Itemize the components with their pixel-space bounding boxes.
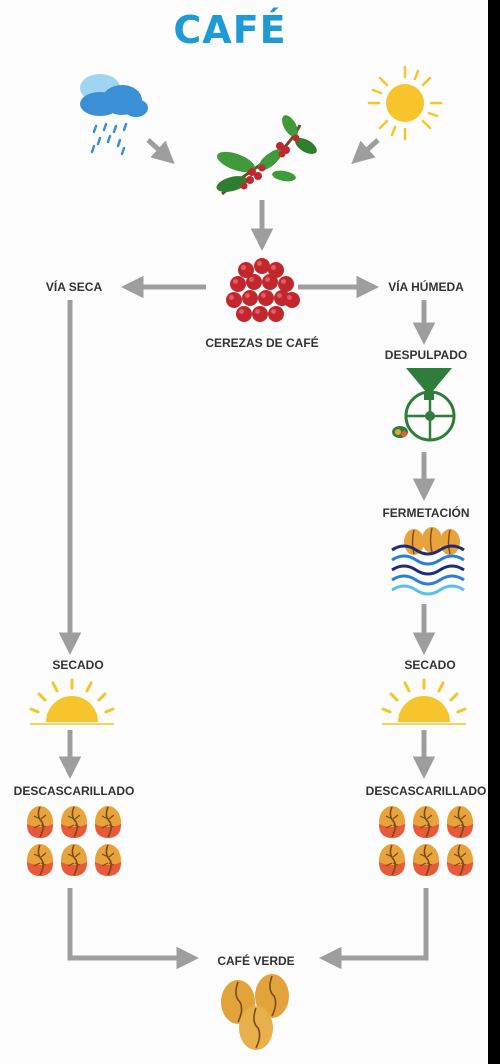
flow-arrows xyxy=(58,138,436,970)
fermentacion-label: FERMETACIÓN xyxy=(382,506,470,520)
descascarillado-left-label: DESCASCARILLADO xyxy=(13,784,135,798)
sunset-icon-left xyxy=(28,678,116,726)
coffee-beans-left xyxy=(26,805,122,877)
fermentation-water-icon xyxy=(391,527,465,596)
descascarillado-right-label: DESCASCARILLADO xyxy=(365,784,487,798)
cerezas-label: CEREZAS DE CAFÉ xyxy=(205,336,319,350)
coffee-bean-icon xyxy=(221,974,289,1050)
diagram-graphics xyxy=(26,65,474,1050)
despulpado-label: DESPULPADO xyxy=(384,348,468,362)
arrow-right-to-cafe-verde xyxy=(319,888,429,970)
secado-left-label: SECADO xyxy=(52,658,104,672)
secado-right-label: SECADO xyxy=(404,658,456,672)
sunset-icon-right xyxy=(380,678,468,726)
coffee-beans-right xyxy=(378,805,474,877)
via-seca-label: VÍA SECA xyxy=(45,280,103,294)
cafe-verde-label: CAFÉ VERDE xyxy=(217,954,295,968)
arrow-sun-to-branch xyxy=(351,138,380,165)
via-humeda-label: VÍA HÚMEDA xyxy=(388,280,464,294)
arrow-rain-to-branch xyxy=(146,138,175,165)
coffee-branch-icon xyxy=(216,115,317,196)
right-edge-strip xyxy=(488,0,500,1064)
arrow-left-to-cafe-verde xyxy=(67,888,199,970)
diagram-title: CAFÉ xyxy=(173,8,287,52)
depulper-machine-icon xyxy=(392,368,456,442)
coffee-cherries-icon xyxy=(226,258,300,322)
coffee-process-diagram: CAFÉ xyxy=(0,0,488,1064)
rain-cloud-icon xyxy=(80,74,148,156)
sun-icon xyxy=(367,65,443,141)
